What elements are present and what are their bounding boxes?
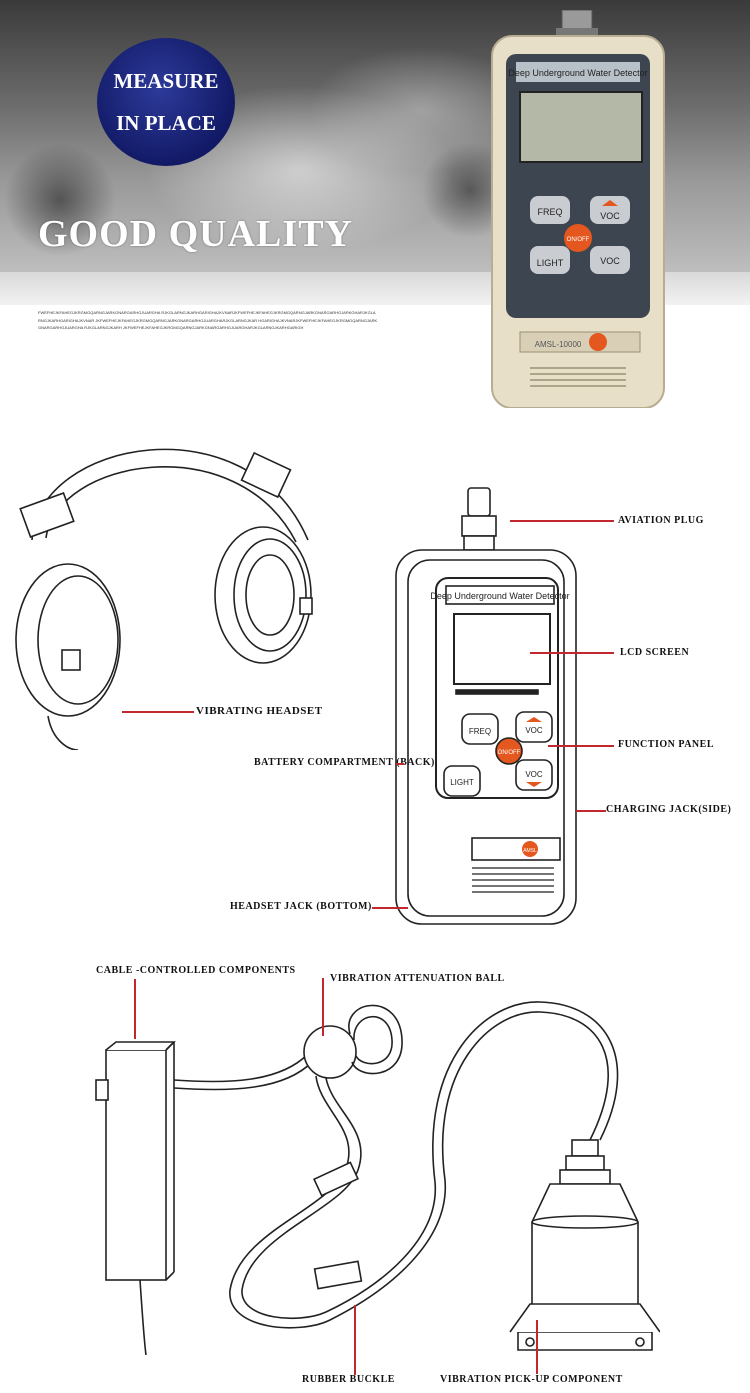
detector-device-photo: Deep Underground Water Detector FREQ VOC… [491, 10, 665, 408]
leader-headset-jack [372, 907, 408, 909]
leader-aviation-plug [510, 520, 614, 522]
label-battery-compartment: BATTERY COMPARTMENT (BACK) [254, 757, 435, 768]
diagram-btn-voc-up: VOC [525, 726, 543, 735]
headset-illustration [15, 448, 313, 750]
photo-btn-voc-down: VOC [600, 256, 620, 266]
label-pickup: VIBRATION PICK-UP COMPONENT [440, 1374, 623, 1385]
label-charging-jack: CHARGING JACK(SIDE) [606, 804, 732, 815]
device-photo-header: Deep Underground Water Detector [508, 68, 647, 78]
label-headset-jack: HEADSET JACK (BOTTOM) [230, 901, 372, 912]
leader-charging-jack [576, 810, 606, 812]
leader-battery-compartment [396, 763, 404, 765]
diagram-btn-voc-down: VOC [525, 770, 543, 779]
diagram-btn-onoff: ON/OFF [498, 750, 521, 756]
leader-pickup [536, 1320, 538, 1374]
diagram-btn-light: LIGHT [450, 778, 474, 787]
leader-vibration-ball [322, 978, 324, 1036]
label-lcd-screen: LCD SCREEN [620, 647, 690, 658]
diagram-logo: AMSL [523, 848, 537, 854]
leader-function-panel [548, 745, 614, 747]
diagram-btn-freq: FREQ [469, 727, 491, 736]
photo-btn-light: LIGHT [537, 258, 564, 268]
cable-assembly-illustration [95, 1001, 660, 1355]
photo-model-label: AMSL-10000 [535, 340, 582, 349]
label-cable-controlled: CABLE -CONTROLLED COMPONENTS [96, 965, 296, 976]
leader-vibrating-headset [122, 711, 194, 713]
label-function-panel: FUNCTION PANEL [618, 739, 714, 750]
photo-btn-freq: FREQ [537, 207, 562, 217]
label-rubber-buckle: RUBBER BUCKLE [302, 1374, 395, 1385]
leader-cable-controlled [134, 979, 136, 1039]
leader-lcd-screen [530, 652, 614, 654]
label-aviation-plug: AVIATION PLUG [618, 515, 704, 526]
good-quality-tagline: GOOD QUALITY [38, 213, 353, 255]
measure-in-place-badge: MEASURE IN PLACE [97, 38, 235, 166]
photo-btn-voc-up: VOC [600, 211, 620, 221]
label-vibration-ball: VIBRATION ATTENUATION BALL [330, 973, 505, 984]
photo-btn-onoff: ON/OFF [567, 237, 590, 243]
diagram-header: Deep Underground Water Detector [430, 591, 569, 601]
badge-line-2: IN PLACE [116, 111, 216, 135]
detector-diagram: Deep Underground Water Detector FREQ VOC… [395, 487, 577, 925]
label-vibrating-headset: VIBRATING HEADSET [196, 705, 323, 717]
leader-rubber-buckle [354, 1305, 356, 1375]
badge-line-1: MEASURE [113, 69, 219, 93]
fine-print: FWEFHEJKFAHEGJKRGMGQARNGJARKGNARGARHGJUA… [38, 310, 378, 330]
